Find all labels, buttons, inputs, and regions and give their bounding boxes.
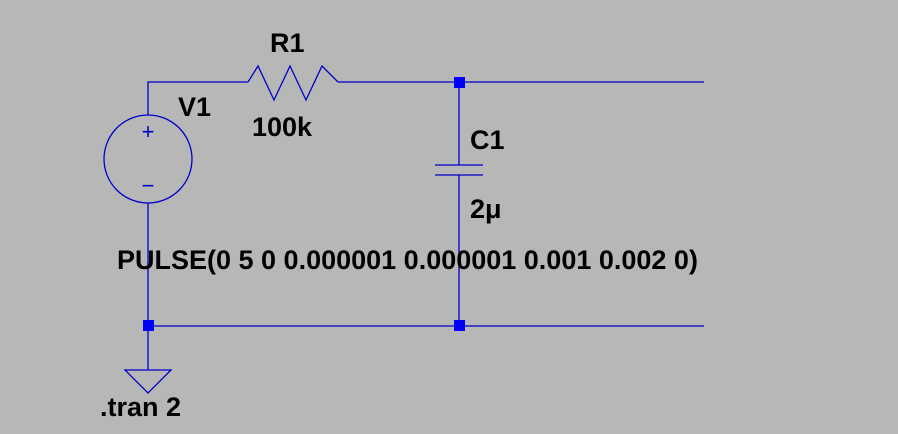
- resistor-ref-label[interactable]: R1: [270, 28, 305, 58]
- resistor-value-label[interactable]: 100k: [252, 112, 313, 142]
- voltage-source-v1[interactable]: + −: [103, 114, 193, 204]
- resistor-r1[interactable]: [247, 64, 339, 102]
- minus-sign: −: [142, 173, 155, 198]
- voltage-source-circle: [103, 114, 193, 204]
- resistor-zigzag: [247, 64, 339, 102]
- wire-v1-top-to-r1[interactable]: [147, 81, 248, 115]
- plus-sign: +: [142, 119, 155, 144]
- capacitor-value-label[interactable]: 2μ: [470, 194, 502, 224]
- ground-icon: [123, 369, 173, 394]
- junction-node-ground-left[interactable]: [143, 320, 154, 331]
- capacitor-c1[interactable]: [435, 164, 483, 176]
- ground-symbol[interactable]: [123, 369, 173, 394]
- junction-node-output[interactable]: [454, 77, 465, 88]
- source-value-label[interactable]: PULSE(0 5 0 0.000001 0.000001 0.001 0.00…: [117, 245, 698, 275]
- junction-node-ground-right[interactable]: [454, 320, 465, 331]
- junction-nodes: [143, 77, 465, 331]
- wires: [147, 81, 704, 370]
- source-ref-label[interactable]: V1: [178, 92, 211, 122]
- spice-directive[interactable]: .tran 2: [100, 392, 181, 422]
- capacitor-ref-label[interactable]: C1: [470, 125, 505, 155]
